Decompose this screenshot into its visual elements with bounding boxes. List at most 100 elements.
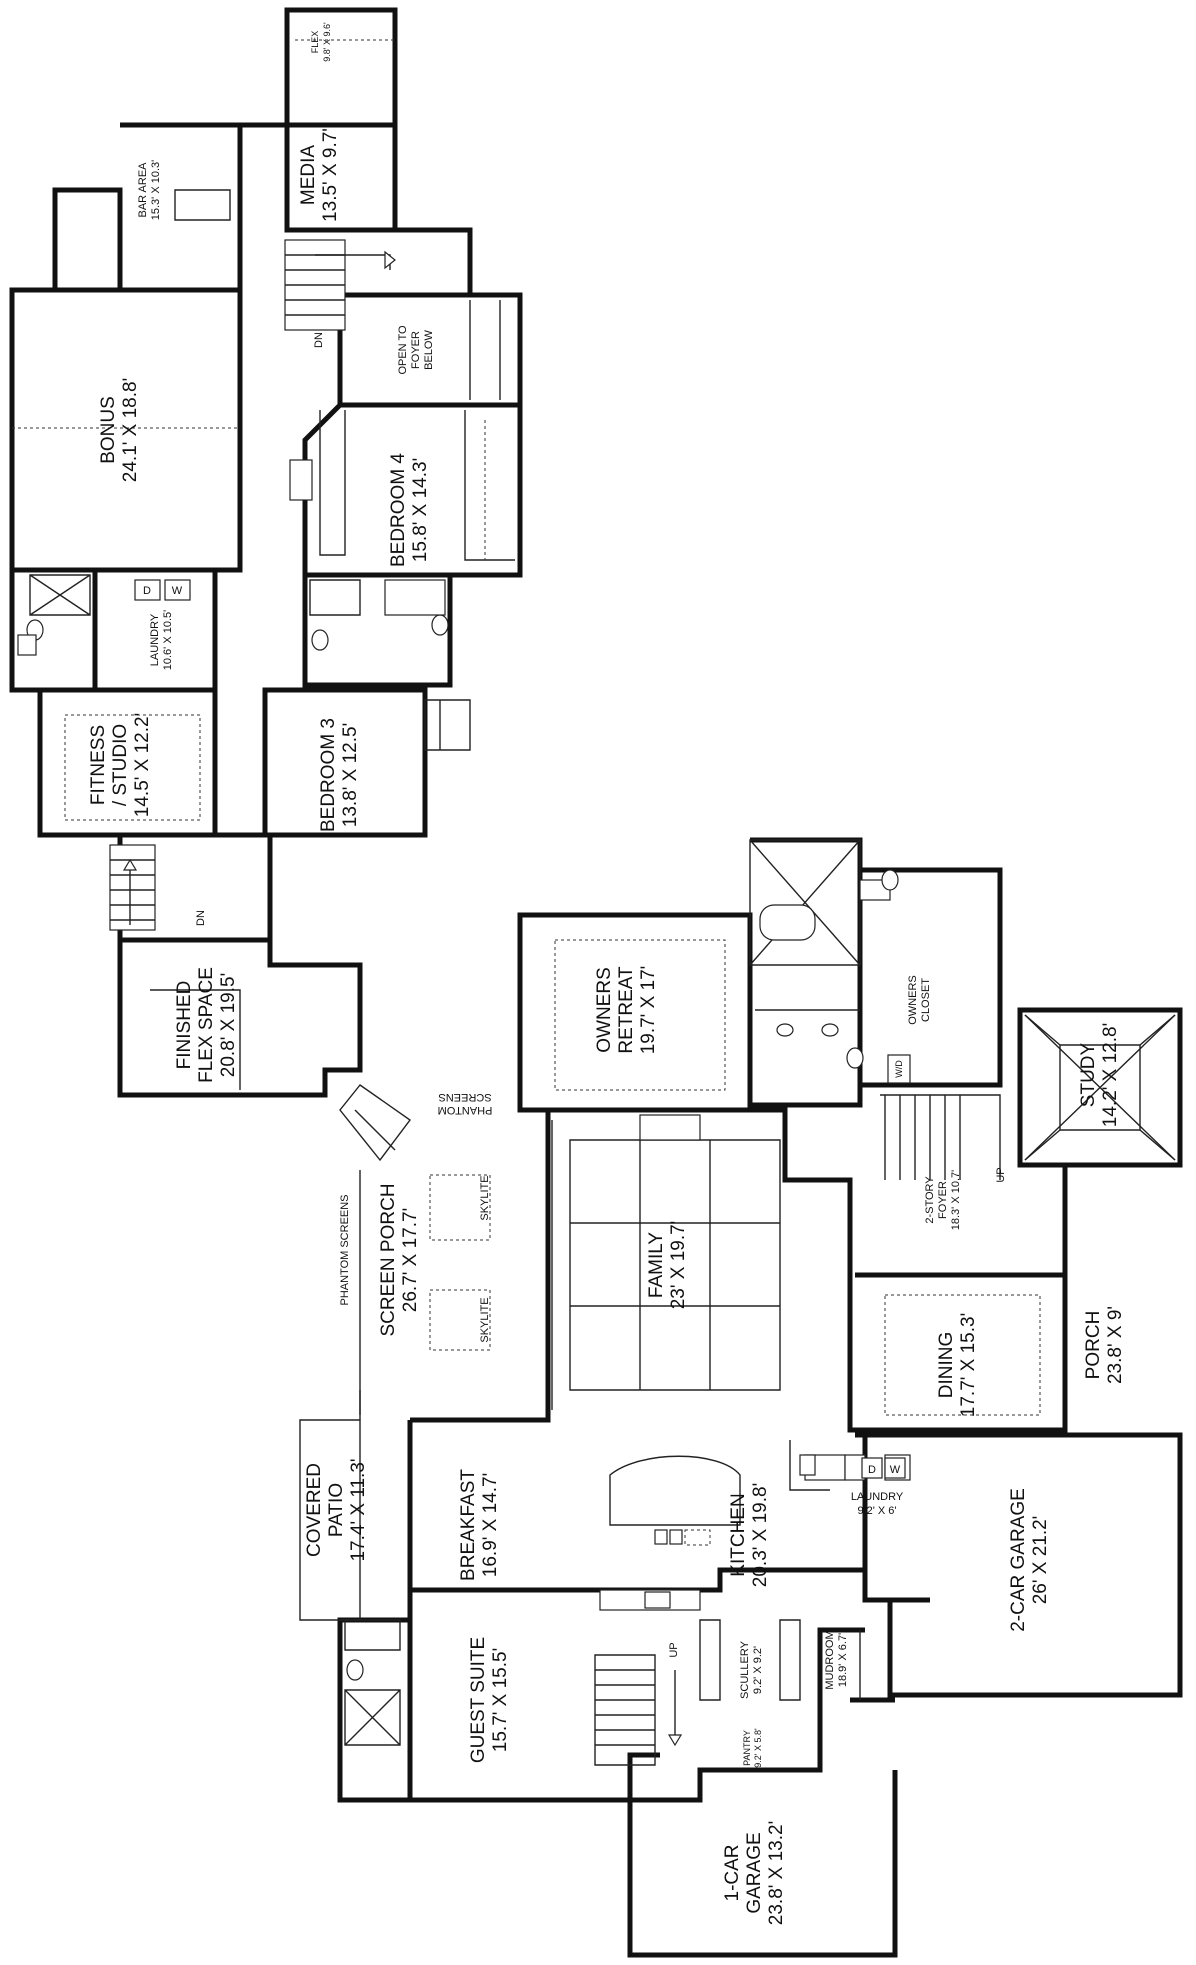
room-bonus: BONUS 24.1' X 18.8' — [98, 378, 141, 482]
room-finished-flex: FINISHED FLEX SPACE 20.8' X 19.5' — [174, 967, 239, 1083]
owners-retreat-dims: 19.7' X 17' — [638, 966, 659, 1055]
garage2-name: 2-CAR GARAGE — [1008, 1488, 1029, 1632]
study-name: STUDY — [1078, 1042, 1099, 1107]
owners-retreat-name2: RETREAT — [616, 966, 637, 1054]
foyer-up-text: UP — [995, 1167, 1007, 1182]
dining-dims: 17.7' X 15.3' — [958, 1313, 979, 1417]
room-porch: PORCH 23.8' X 9' — [1083, 1306, 1126, 1384]
bedroom4-dims: 15.8' X 14.3' — [410, 458, 431, 562]
porch-name: PORCH — [1083, 1311, 1104, 1380]
porch-dims: 23.8' X 9' — [1105, 1306, 1126, 1384]
fitness-line2: / STUDIO — [110, 724, 131, 806]
owners-closet-line1: OWNERS — [907, 975, 919, 1025]
room-flex: FLEX 9.8' X 9.6' — [310, 22, 332, 62]
open-to-foyer-line3: BELOW — [423, 330, 435, 370]
stair-down-label-1: DN — [313, 332, 325, 348]
skylite-2: SKYLITE — [479, 1297, 491, 1342]
room-bedroom4: BEDROOM 4 15.8' X 14.3' — [388, 453, 431, 567]
screen-porch-name: SCREEN PORCH — [378, 1183, 399, 1336]
foyer-dims: 18.3' X 10.7' — [950, 1170, 962, 1230]
open-to-foyer-line2: FOYER — [410, 331, 422, 369]
finished-flex-line2: FLEX SPACE — [196, 967, 217, 1083]
mudroom-name: MUDROOM — [824, 1630, 836, 1689]
room-fitness: FITNESS / STUDIO 14.5' X 12.2' — [88, 713, 153, 817]
stair-up-main: UP — [668, 1642, 680, 1657]
dining-name: DINING — [936, 1332, 957, 1399]
open-to-foyer-label: OPEN TO FOYER BELOW — [397, 325, 435, 375]
room-garage-2car: 2-CAR GARAGE 26' X 21.2' — [1008, 1488, 1051, 1632]
covered-patio-line1: COVERED — [304, 1463, 325, 1557]
garage1-line1: 1-CAR — [722, 1844, 743, 1901]
laundry-upper-name: LAUNDRY — [149, 613, 161, 666]
laundry-main-washer: W — [890, 1464, 901, 1476]
covered-patio-line2: PATIO — [326, 1483, 347, 1537]
phantom-screens-top: PHANTOM SCREENS — [438, 1091, 493, 1116]
laundry-main-dims: 9.2' X 6' — [857, 1505, 896, 1517]
owners-retreat-name: OWNERS — [594, 967, 615, 1053]
laundry-upper-dryer: D — [143, 585, 151, 597]
skylite-1-text: SKYLITE — [479, 1175, 491, 1220]
room-guest-suite: GUEST SUITE 15.7' X 15.5' — [468, 1637, 511, 1763]
foyer-line2: FOYER — [937, 1181, 949, 1219]
kitchen-dims: 20.3' X 19.8' — [750, 1483, 771, 1587]
scullery-dims: 9.2' X 9.2' — [752, 1646, 764, 1694]
room-kitchen: KITCHEN 20.3' X 19.8' — [728, 1483, 771, 1587]
room-family: FAMILY 23' X 19.7' — [646, 1221, 689, 1310]
main-floor-walls — [337, 837, 1183, 1958]
foyer-line1: 2-STORY — [924, 1176, 936, 1224]
room-pantry: PANTRY 9.2' X 5.8' — [742, 1728, 763, 1768]
room-media: MEDIA 13.5' X 9.7' — [298, 128, 341, 222]
bedroom4-name: BEDROOM 4 — [388, 453, 409, 567]
phantom-side-text: PHANTOM SCREENS — [339, 1194, 351, 1305]
finished-flex-dims: 20.8' X 19.5' — [218, 973, 239, 1077]
guest-suite-dims: 15.7' X 15.5' — [490, 1648, 511, 1752]
room-study: STUDY 14.2' X 12.8' — [1078, 1023, 1121, 1127]
breakfast-dims: 16.9' X 14.7' — [480, 1473, 501, 1577]
skylite-2-text: SKYLITE — [479, 1297, 491, 1342]
room-laundry-upper: LAUNDRY 10.6' X 10.5' — [149, 610, 174, 670]
laundry-upper-washer: W — [172, 585, 183, 597]
stair-up-foyer: UP — [995, 1167, 1007, 1182]
room-bar-area: BAR AREA 15.3' X 10.3' — [137, 160, 162, 220]
bonus-dims: 24.1' X 18.8' — [120, 378, 141, 482]
room-garage-1car: 1-CAR GARAGE 23.8' X 13.2' — [722, 1821, 787, 1925]
open-to-foyer-line1: OPEN TO — [397, 325, 409, 375]
skylite-1: SKYLITE — [479, 1175, 491, 1220]
study-dims: 14.2' X 12.8' — [1100, 1023, 1121, 1127]
bonus-name: BONUS — [98, 396, 119, 464]
room-breakfast: BREAKFAST 16.9' X 14.7' — [458, 1469, 501, 1581]
laundry-upper-dims: 10.6' X 10.5' — [162, 610, 174, 670]
flex-dims: 9.8' X 9.6' — [322, 22, 332, 62]
media-name: MEDIA — [298, 145, 319, 206]
owners-closet-wd-text: W/D — [894, 1060, 904, 1078]
stair-down-2-text: DN — [195, 910, 207, 926]
media-dims: 13.5' X 9.7' — [320, 128, 341, 222]
garage1-dims: 23.8' X 13.2' — [766, 1821, 787, 1925]
owners-closet-line2: CLOSET — [920, 978, 932, 1022]
laundry-main-dryer: D — [868, 1464, 876, 1476]
room-screen-porch: SCREEN PORCH 26.7' X 17.7' — [378, 1183, 421, 1336]
bedroom3-name: BEDROOM 3 — [318, 718, 339, 832]
room-foyer: 2-STORY FOYER 18.3' X 10.7' — [924, 1170, 962, 1230]
room-mudroom: MUDROOM 18.9' X 6.7' — [824, 1630, 849, 1689]
garage1-line2: GARAGE — [744, 1832, 765, 1913]
family-name: FAMILY — [646, 1232, 667, 1298]
room-scullery: SCULLERY 9.2' X 9.2' — [739, 1640, 764, 1699]
bar-area-dims: 15.3' X 10.3' — [150, 160, 162, 220]
mudroom-dims: 18.9' X 6.7' — [837, 1633, 849, 1687]
covered-patio-dims: 17.4' X 11.3' — [348, 1458, 369, 1561]
family-dims: 23' X 19.7' — [668, 1221, 689, 1310]
stair-down-label-2: DN — [195, 910, 207, 926]
laundry-main-name: LAUNDRY — [851, 1491, 904, 1503]
finished-flex-line1: FINISHED — [174, 981, 195, 1070]
bedroom3-dims: 13.8' X 12.5' — [340, 723, 361, 827]
fitness-line1: FITNESS — [88, 725, 109, 805]
phantom-top-line1: PHANTOM — [438, 1104, 493, 1116]
phantom-screens-side: PHANTOM SCREENS — [339, 1194, 351, 1305]
screen-porch-dims: 26.7' X 17.7' — [400, 1208, 421, 1312]
pantry-dims: 9.2' X 5.8' — [753, 1728, 763, 1768]
pantry-name: PANTRY — [742, 1730, 752, 1766]
kitchen-name: KITCHEN — [728, 1493, 749, 1576]
